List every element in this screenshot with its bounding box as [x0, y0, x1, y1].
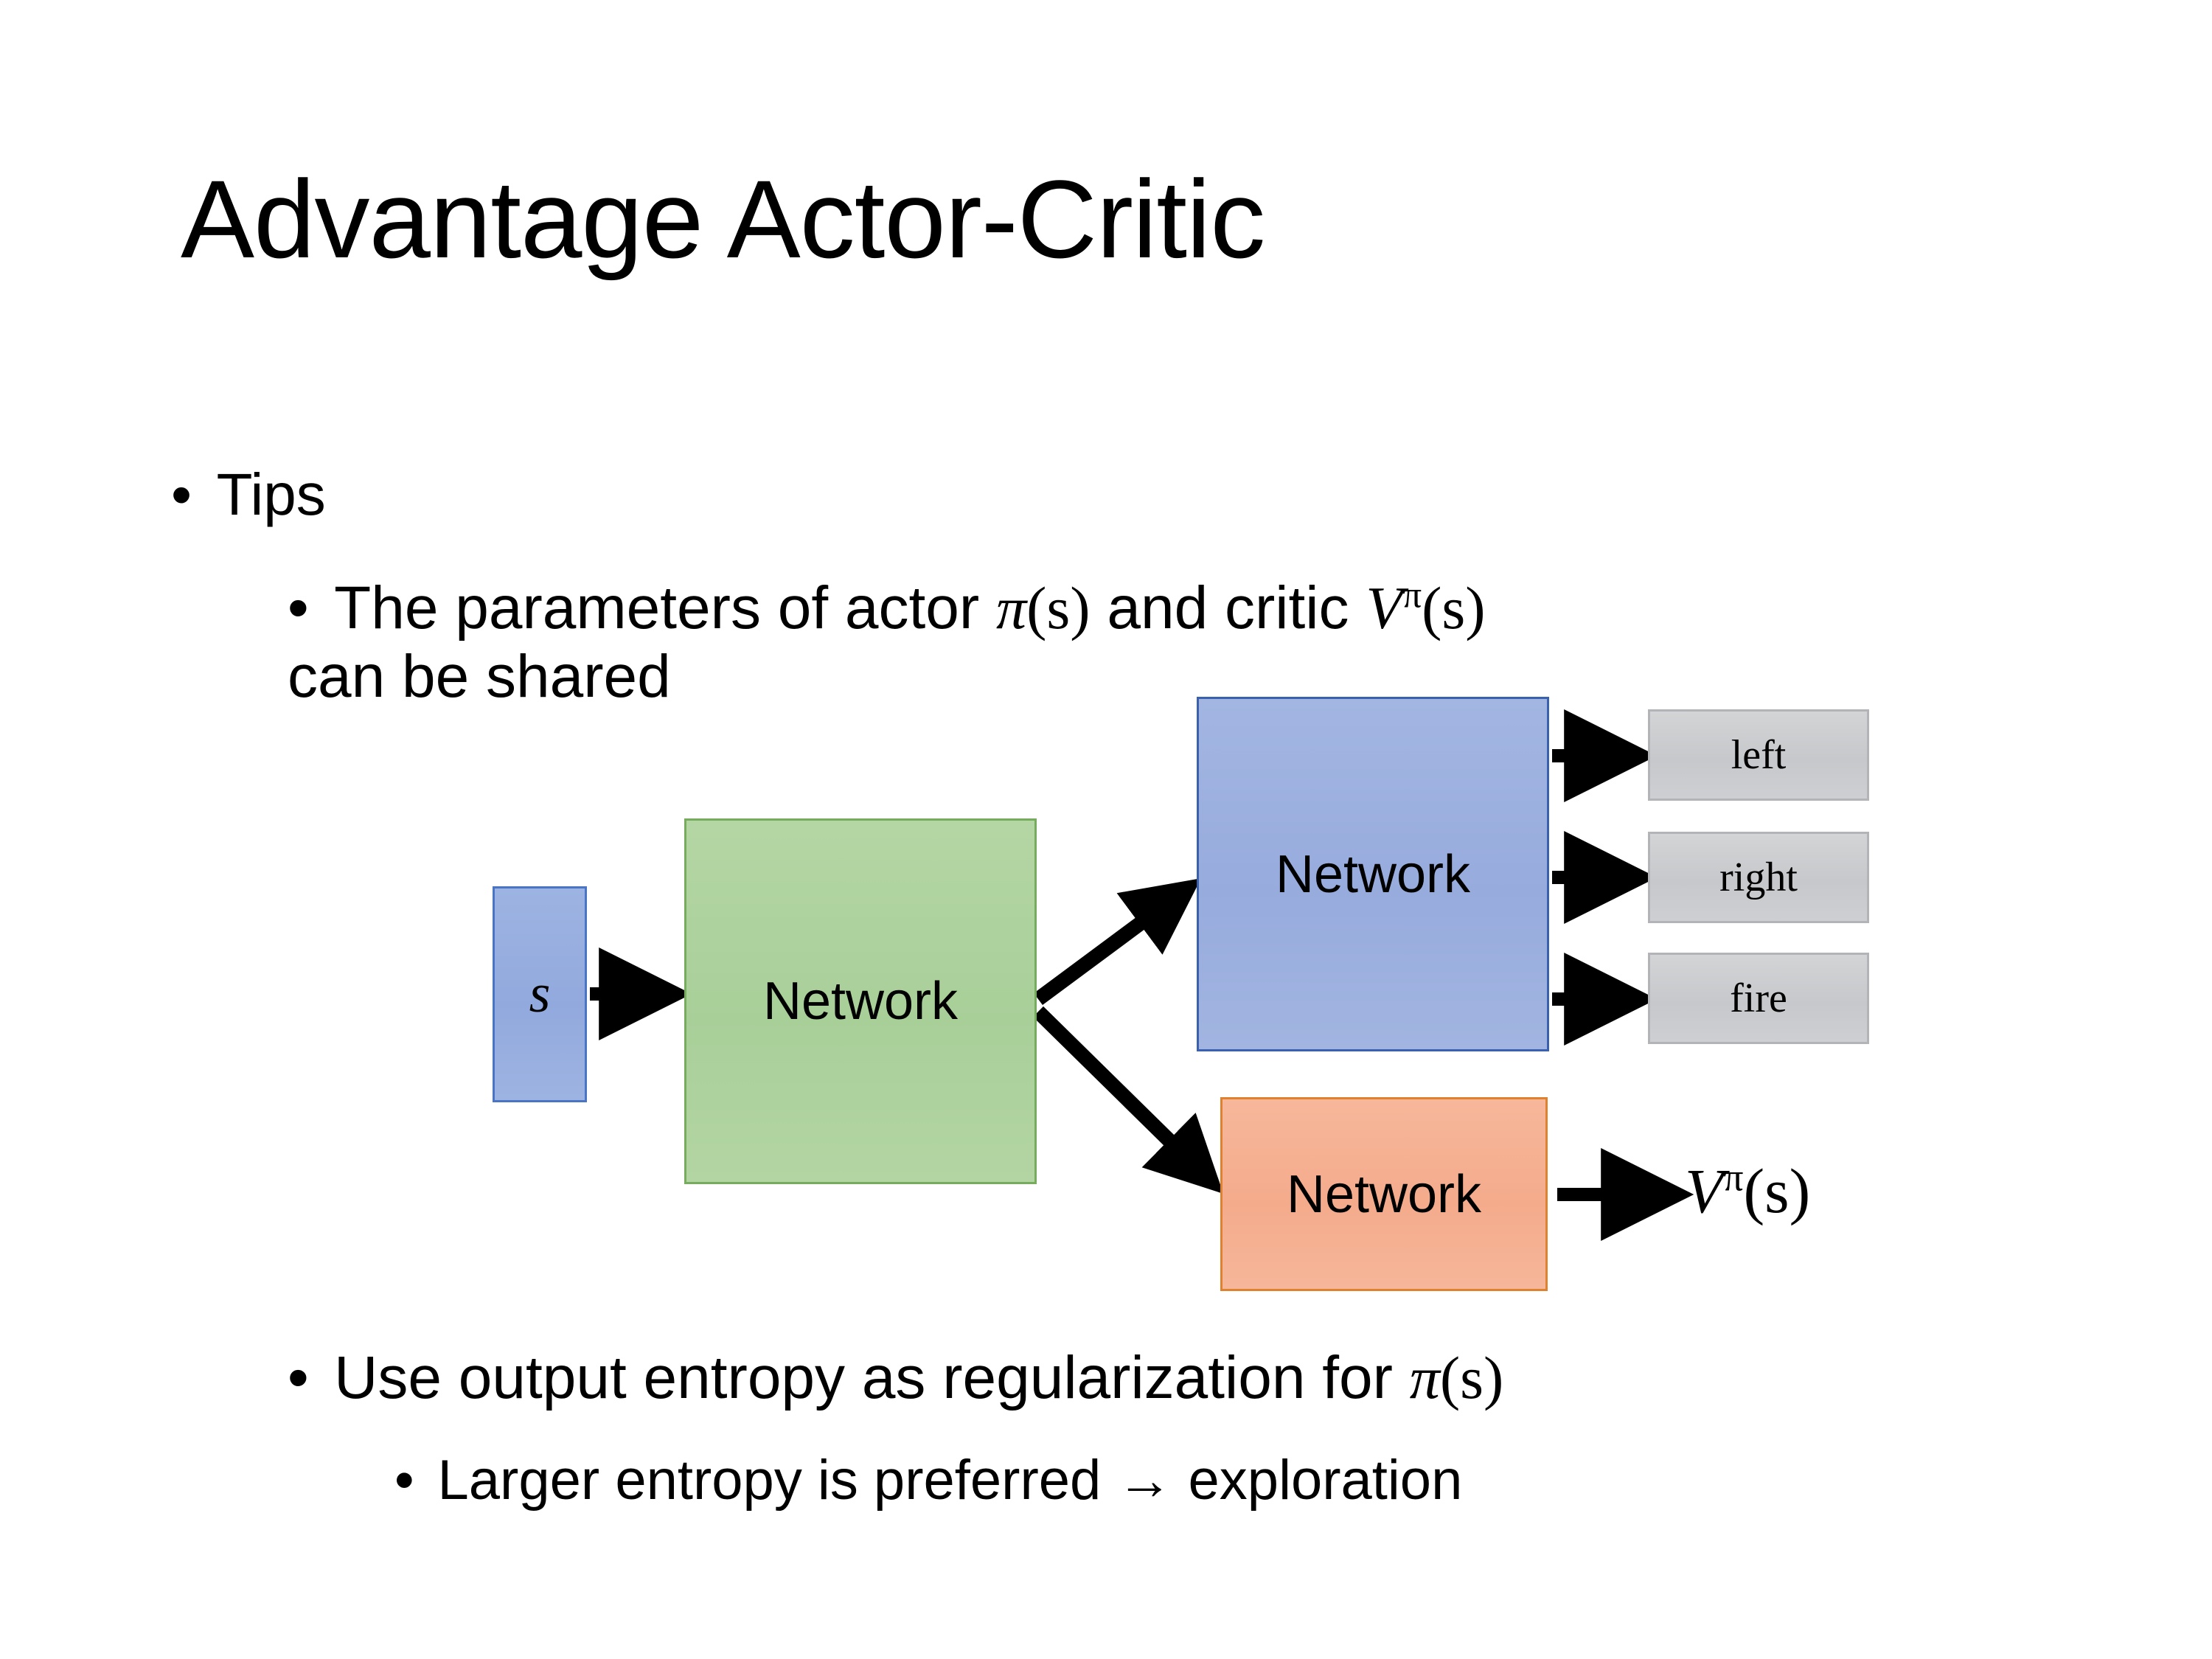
entropy-text: Use output entropy as regularization for — [334, 1344, 1410, 1411]
larger-entropy-text: Larger entropy is preferred → exploratio… — [437, 1449, 1463, 1512]
bullet-tips-label: Tips — [216, 462, 326, 527]
page-title: Advantage Actor-Critic — [181, 157, 1265, 281]
v-symbol: V — [1685, 1155, 1724, 1226]
bullet-tips: • Tips — [171, 461, 326, 528]
pi-symbol: π — [996, 574, 1027, 641]
pi-argument: (s) — [1439, 1344, 1504, 1411]
v-superscript-pi: π — [1402, 574, 1422, 616]
bullet-marker: • — [288, 1344, 309, 1411]
v-argument: (s) — [1422, 574, 1486, 641]
diagram-output-left[interactable]: left — [1648, 709, 1869, 801]
arrow-shared-to-critic — [1032, 1006, 1224, 1194]
output-left-label: left — [1731, 732, 1787, 778]
bullet-marker: • — [394, 1449, 414, 1512]
diagram-node-shared-network[interactable]: Network — [684, 818, 1037, 1184]
shared-params-text-middle: and critic — [1090, 574, 1366, 641]
bullet-larger-entropy: • Larger entropy is preferred → explorati… — [394, 1449, 2164, 1513]
bullet-shared-parameters: •The parameters of actor π(s) and critic… — [288, 574, 2146, 712]
v-symbol: V — [1366, 574, 1403, 641]
pi-argument: (s) — [1026, 574, 1091, 641]
diagram-output-value-function: Vπ(s) — [1685, 1154, 1810, 1228]
bullet-marker: • — [288, 574, 309, 641]
actor-network-label: Network — [1275, 844, 1471, 904]
shared-params-text-before: The parameters of actor — [334, 574, 996, 641]
arrow-shared-to-actor — [1034, 878, 1202, 1006]
shared-network-label: Network — [762, 972, 959, 1031]
diagram-output-right[interactable]: right — [1648, 832, 1869, 923]
bullet-entropy-regularization: • Use output entropy as regularization fo… — [288, 1343, 2146, 1412]
state-label: s — [529, 964, 551, 1024]
v-argument: (s) — [1743, 1155, 1811, 1226]
output-fire-label: fire — [1730, 975, 1787, 1021]
diagram-node-critic-network[interactable]: Network — [1220, 1097, 1548, 1291]
bullet-marker: • — [171, 462, 192, 527]
critic-network-label: Network — [1286, 1164, 1482, 1224]
diagram-node-state[interactable]: s — [493, 886, 587, 1102]
pi-symbol: π — [1409, 1344, 1440, 1411]
diagram-node-actor-network[interactable]: Network — [1197, 697, 1549, 1051]
output-right-label: right — [1719, 855, 1798, 900]
diagram-output-fire[interactable]: fire — [1648, 953, 1869, 1044]
shared-params-line2: can be shared — [288, 643, 671, 711]
v-superscript-pi: π — [1723, 1155, 1744, 1200]
